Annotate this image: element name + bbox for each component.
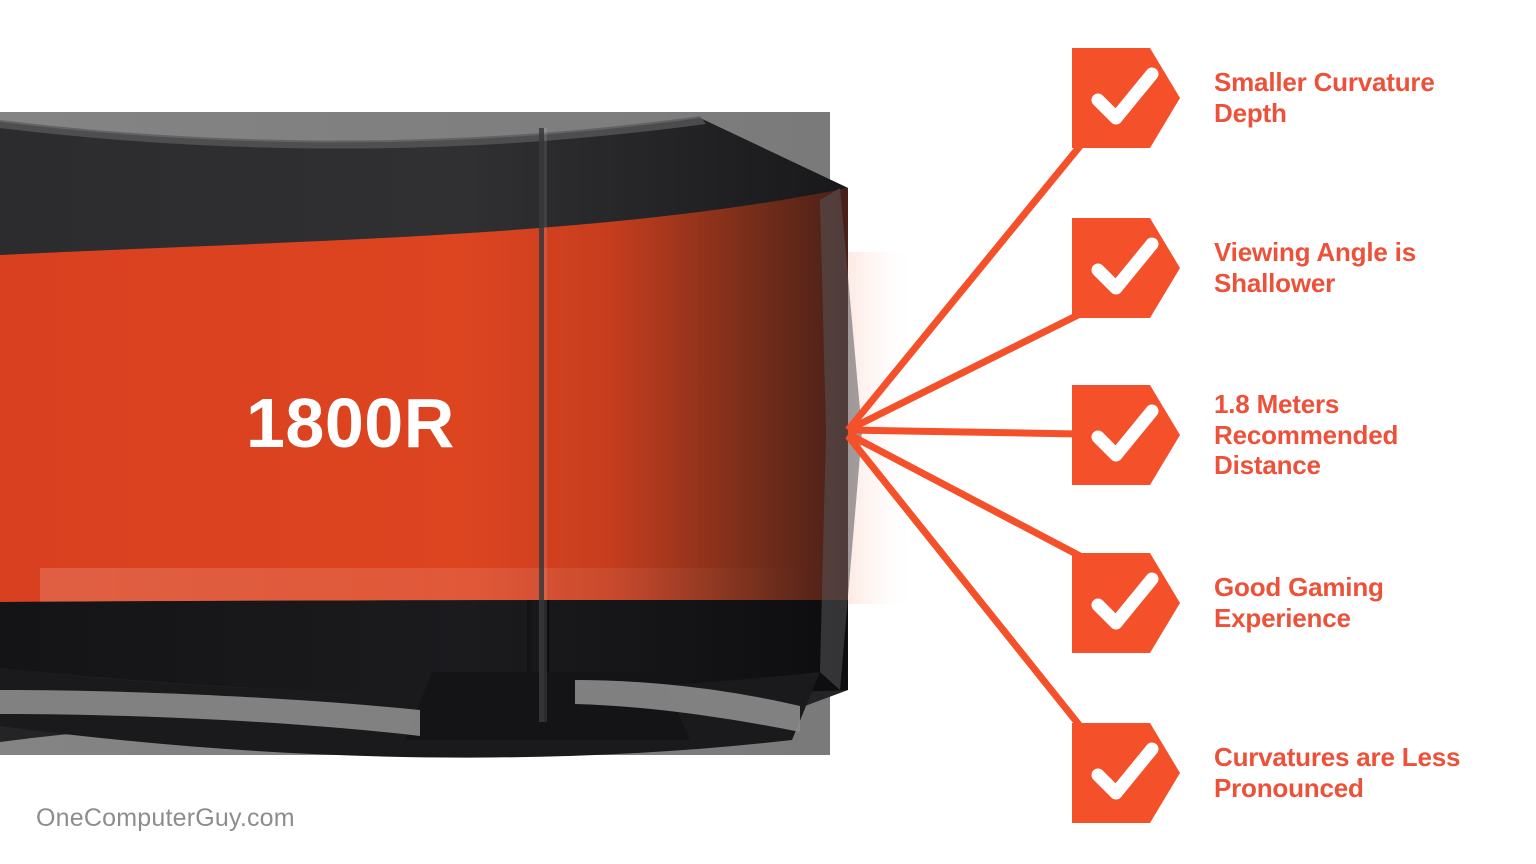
check-badge — [1072, 218, 1180, 318]
check-icon — [1072, 218, 1180, 318]
check-icon — [1072, 723, 1180, 823]
feature-item-good-gaming-experience[interactable]: Good Gaming Experience — [1072, 553, 1384, 653]
feature-label: Smaller Curvature Depth — [1214, 67, 1435, 128]
check-icon — [1072, 385, 1180, 485]
feature-item-curvatures-less-pronounced[interactable]: Curvatures are Less Pronounced — [1072, 723, 1460, 823]
feature-label: Good Gaming Experience — [1214, 572, 1384, 633]
curved-monitor-icon — [0, 112, 916, 758]
check-icon — [1072, 48, 1180, 148]
check-badge — [1072, 385, 1180, 485]
feature-item-recommended-distance[interactable]: 1.8 Meters Recommended Distance — [1072, 385, 1398, 485]
feature-item-viewing-angle-shallower[interactable]: Viewing Angle is Shallower — [1072, 218, 1416, 318]
feature-label: Viewing Angle is Shallower — [1214, 237, 1416, 298]
curved-monitor-illustration: 1800R — [0, 112, 916, 758]
screen-curvature-label: 1800R — [246, 384, 455, 462]
check-badge — [1072, 723, 1180, 823]
feature-label: 1.8 Meters Recommended Distance — [1214, 388, 1399, 481]
check-badge — [1072, 553, 1180, 653]
feature-label: Curvatures are Less Pronounced — [1214, 742, 1461, 803]
check-badge — [1072, 48, 1180, 148]
site-watermark: OneComputerGuy.com — [36, 804, 295, 832]
feature-item-smaller-curvature-depth[interactable]: Smaller Curvature Depth — [1072, 48, 1435, 148]
check-icon — [1072, 553, 1180, 653]
